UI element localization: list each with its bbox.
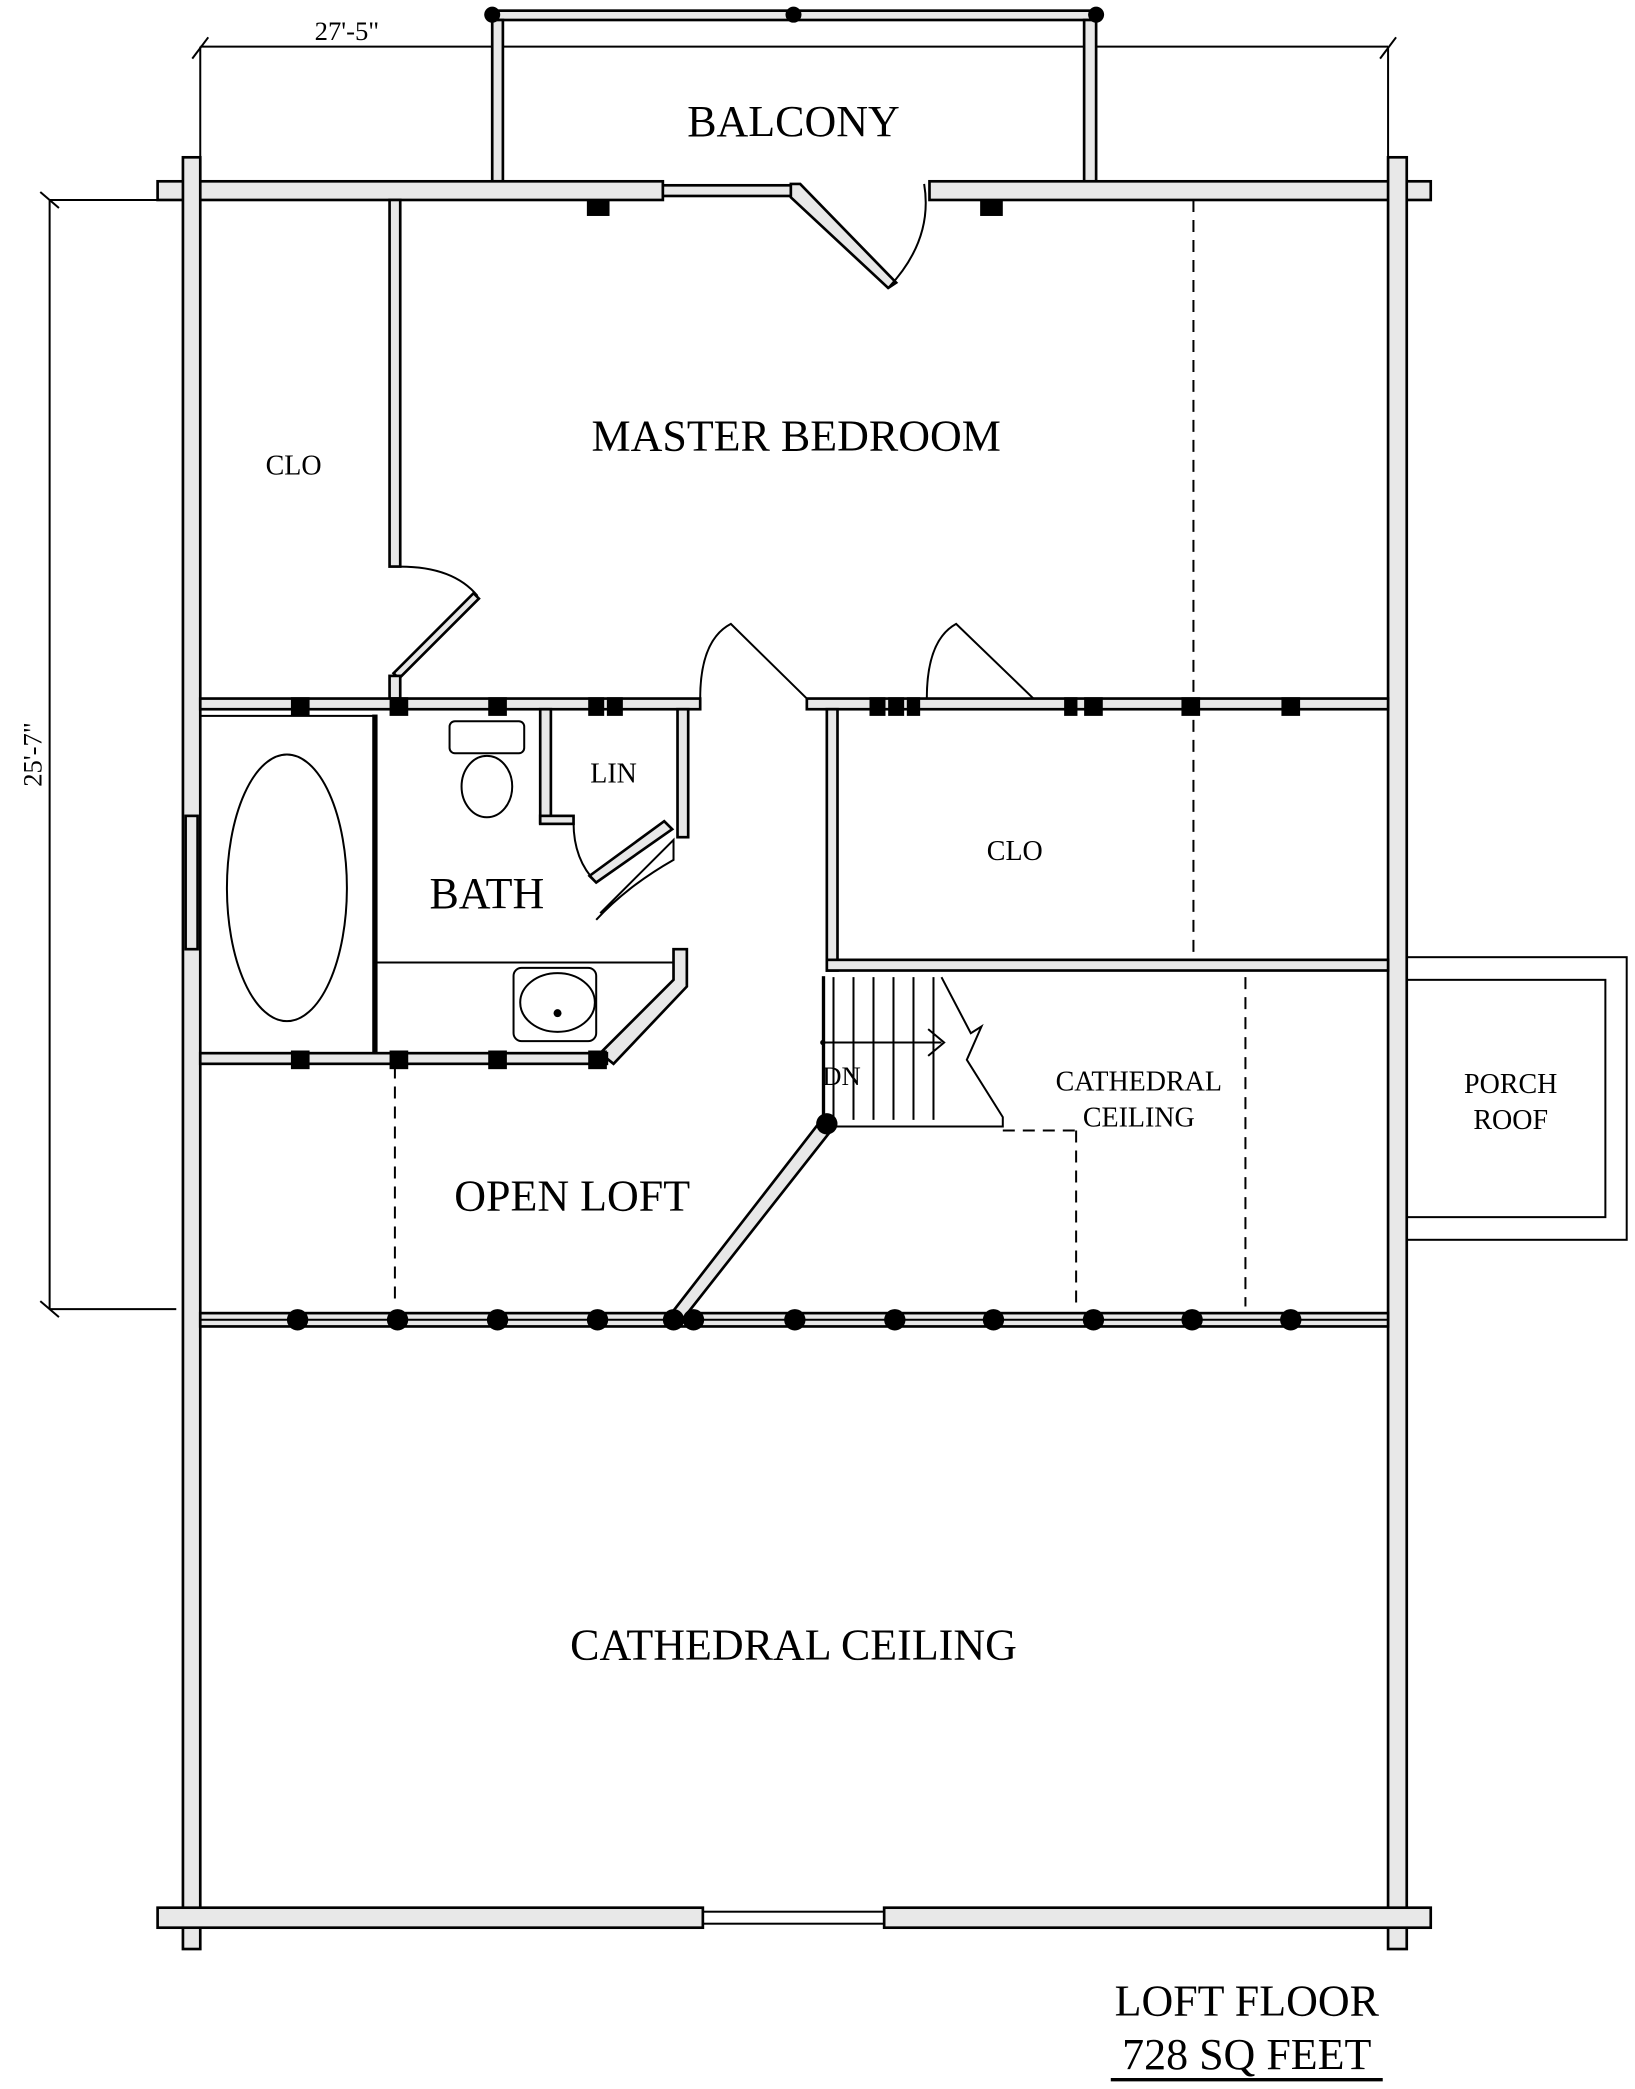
svg-text:DN: DN [822, 1061, 861, 1091]
label-closet-left: CLO [266, 451, 322, 482]
width-dimension: 27'-5" [191, 16, 1397, 158]
balcony-door[interactable] [789, 182, 927, 290]
post [484, 6, 501, 23]
depth-dimension: 25'-7" [18, 191, 177, 1318]
label-cathedral-ceiling: CATHEDRAL CEILING [570, 1621, 1017, 1670]
porch-roof: PORCH ROOF [1405, 956, 1628, 1241]
svg-text:27'-5": 27'-5" [315, 16, 380, 46]
post [785, 6, 802, 23]
svg-text:ROOF: ROOF [1473, 1105, 1548, 1136]
label-open-loft: OPEN LOFT [454, 1171, 690, 1220]
svg-text:PORCH: PORCH [1464, 1069, 1557, 1100]
label-balcony: BALCONY [687, 97, 900, 146]
label-linen: LIN [590, 759, 637, 790]
loft-railing [198, 1113, 1390, 1331]
sink-counter [512, 966, 598, 1043]
bath-fixtures [225, 720, 598, 1043]
toilet-bowl [460, 754, 514, 819]
svg-text:25'-7": 25'-7" [18, 722, 48, 787]
label-cathedral-small: CATHEDRAL [1056, 1066, 1222, 1097]
bathtub [225, 753, 348, 1023]
interior-walls [198, 198, 1390, 1070]
balcony [484, 6, 1105, 183]
label-cathedral-small-2: CEILING [1083, 1102, 1195, 1133]
toilet-tank [448, 720, 526, 755]
post [1088, 6, 1105, 23]
plan-title: LOFT FLOOR [1115, 1977, 1380, 2026]
label-closet-right: CLO [987, 836, 1043, 867]
plan-area: 728 SQ FEET [1122, 2030, 1371, 2079]
stairs[interactable]: DN [820, 976, 1004, 1128]
label-bath: BATH [429, 869, 544, 918]
label-master-bedroom: MASTER BEDROOM [591, 412, 1000, 461]
sink [519, 972, 596, 1033]
